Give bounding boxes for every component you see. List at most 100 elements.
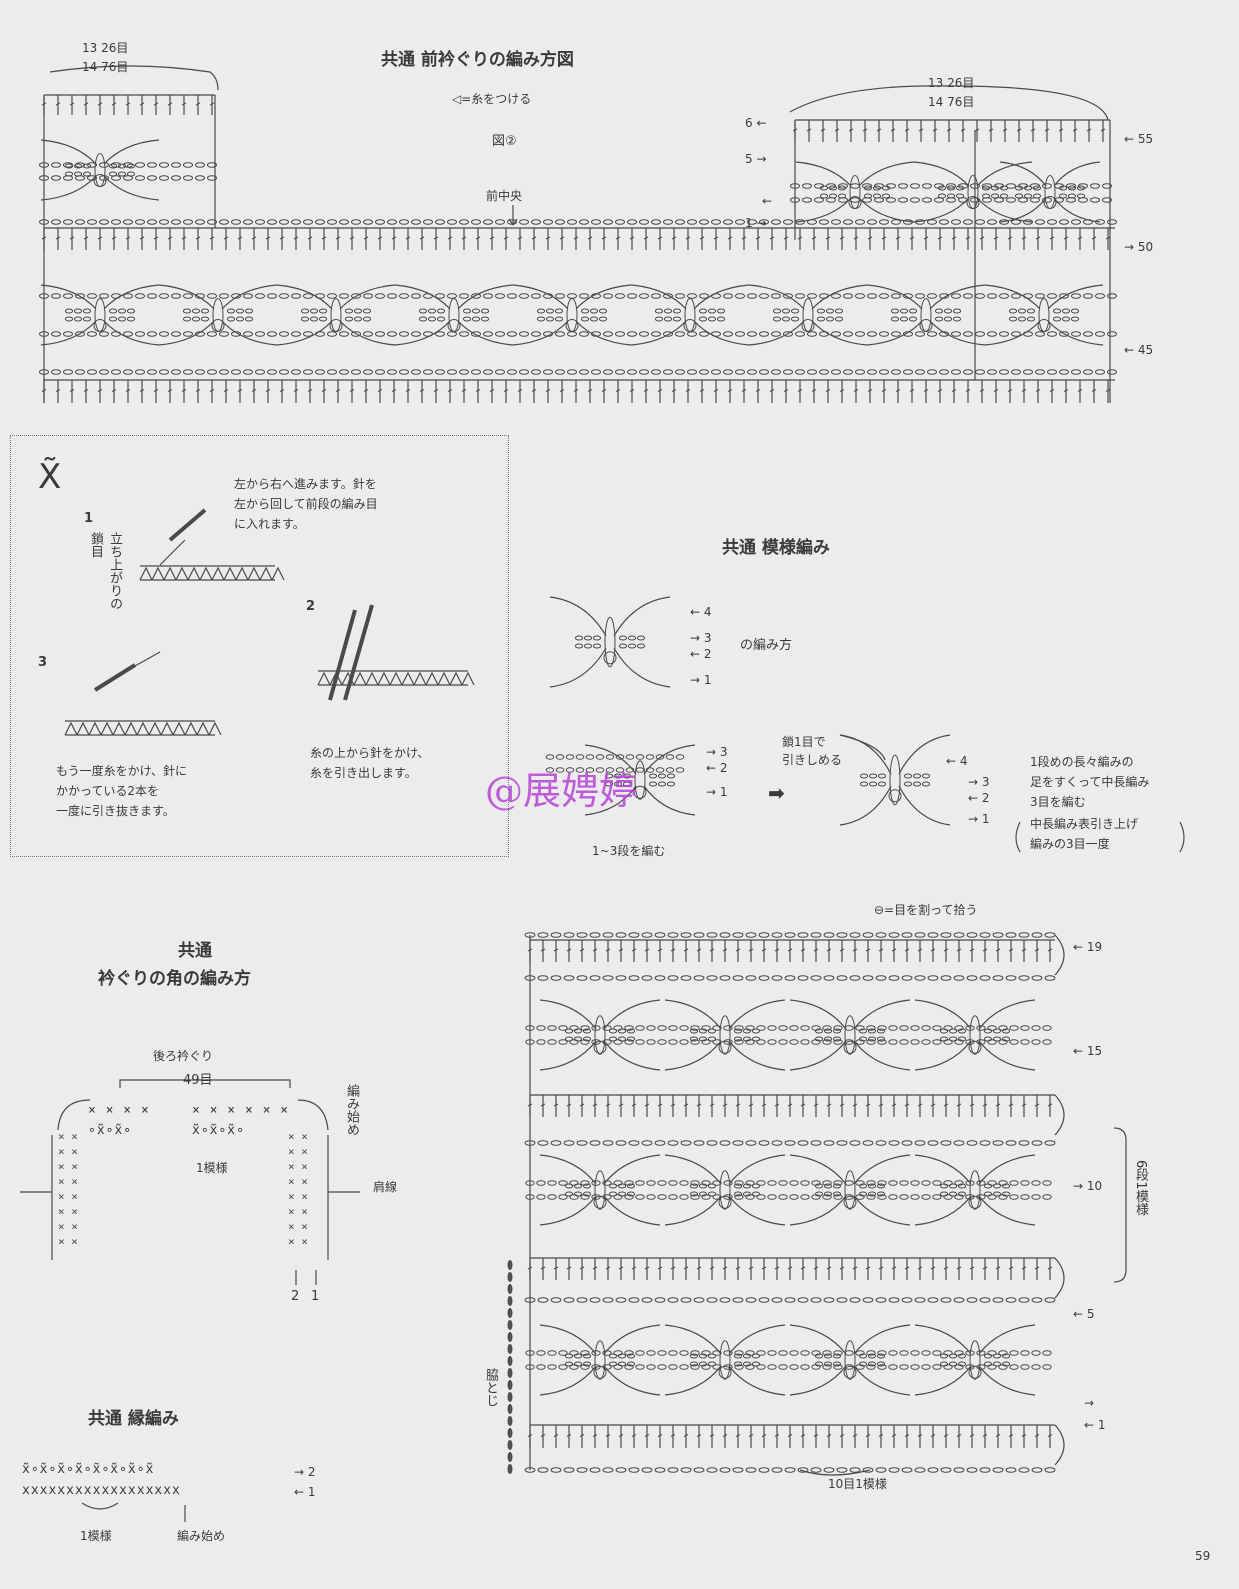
motif-chain bbox=[666, 773, 676, 779]
dc-stitch-bar bbox=[932, 128, 938, 132]
chain-stitch bbox=[877, 1025, 887, 1031]
chain-stitch bbox=[580, 1350, 590, 1356]
motif-chain bbox=[834, 308, 844, 314]
side-seam-chain bbox=[507, 1272, 513, 1282]
chain-stitch bbox=[638, 219, 650, 225]
motif-chain bbox=[117, 163, 127, 169]
dc-stitch-bar bbox=[251, 236, 257, 240]
thick-chain bbox=[628, 975, 640, 981]
dc-stitch-bar bbox=[1063, 389, 1069, 392]
dc-stitch-bar bbox=[605, 1434, 611, 1437]
motif-leg bbox=[539, 1195, 597, 1226]
chain-stitch bbox=[650, 369, 662, 375]
chain-stitch bbox=[628, 932, 640, 938]
chain-stitch bbox=[86, 162, 98, 168]
chain-stitch bbox=[554, 219, 566, 225]
dc-stitch-bar bbox=[956, 948, 962, 952]
thick-chain bbox=[537, 1140, 549, 1146]
motif-chain bbox=[672, 316, 682, 322]
chain-stitch bbox=[314, 369, 326, 375]
chain-stitch bbox=[957, 183, 969, 189]
chain-stitch bbox=[50, 293, 62, 299]
direction-arrow bbox=[109, 651, 161, 681]
motif-chain bbox=[1008, 316, 1018, 322]
chain-stitch bbox=[921, 1194, 931, 1200]
motif-chain bbox=[876, 1361, 886, 1367]
chain-stitch bbox=[877, 1350, 887, 1356]
chain-stitch bbox=[578, 331, 590, 337]
dc-stitch-bar bbox=[139, 236, 145, 240]
chain-stitch bbox=[536, 1364, 546, 1370]
chain-stitch bbox=[710, 219, 722, 225]
motif-loop bbox=[603, 651, 617, 665]
how-to-label: の編み方 bbox=[740, 638, 793, 653]
chain-stitch bbox=[110, 175, 122, 181]
dc-stitch-bar bbox=[1021, 948, 1027, 952]
thick-chain bbox=[914, 1140, 926, 1146]
chain-stitch bbox=[122, 175, 134, 181]
motif-center bbox=[1044, 175, 1056, 209]
chain-stitch bbox=[782, 331, 794, 337]
chain-stitch bbox=[940, 932, 952, 938]
chain-stitch bbox=[50, 219, 62, 225]
thick-chain bbox=[732, 975, 744, 981]
motif-chain bbox=[689, 1191, 699, 1197]
chain-stitch bbox=[998, 369, 1010, 375]
chain-stitch bbox=[954, 1364, 964, 1370]
chain-stitch bbox=[422, 293, 434, 299]
chain-stitch bbox=[242, 219, 254, 225]
motif-chain bbox=[867, 1036, 877, 1042]
dc-stitch-bar bbox=[735, 1434, 741, 1437]
motif-chain bbox=[751, 1036, 761, 1042]
motif-chain bbox=[598, 316, 608, 322]
motif-chain bbox=[427, 316, 437, 322]
motif-center bbox=[849, 175, 861, 209]
chain-stitch bbox=[866, 1194, 876, 1200]
chain-stitch bbox=[862, 932, 874, 938]
chain-stitch bbox=[605, 767, 615, 773]
chain-stitch bbox=[878, 219, 890, 225]
chain-stitch bbox=[655, 767, 665, 773]
dc-stitch-bar bbox=[377, 236, 383, 240]
chain-stitch bbox=[646, 1364, 656, 1370]
chain-stitch bbox=[993, 183, 1005, 189]
thick-chain bbox=[576, 975, 588, 981]
chain-stitch bbox=[778, 1350, 788, 1356]
chain-stitch bbox=[767, 1039, 777, 1045]
dc-stitch-bar bbox=[573, 389, 579, 392]
motif-chain bbox=[781, 316, 791, 322]
dc-stitch-bar bbox=[251, 389, 257, 392]
chain-stitch bbox=[1089, 183, 1101, 189]
chain-stitch bbox=[932, 1025, 942, 1031]
chain-stitch bbox=[849, 183, 861, 189]
chain-stitch bbox=[979, 1467, 991, 1473]
chain-stitch bbox=[278, 293, 290, 299]
side-seam-chain bbox=[507, 1284, 513, 1294]
edging-title: 共通 縁編み bbox=[88, 1409, 179, 1429]
chain-stitch bbox=[1070, 219, 1082, 225]
chain-stitch bbox=[575, 767, 585, 773]
chain-stitch bbox=[302, 219, 314, 225]
chain-stitch bbox=[842, 293, 854, 299]
chain-stitch bbox=[899, 1194, 909, 1200]
motif-leg bbox=[839, 734, 892, 775]
dc-stitch-bar bbox=[878, 1103, 884, 1107]
motif-leg bbox=[643, 785, 696, 816]
corner-stitch-left: × × bbox=[58, 1145, 78, 1158]
chain-stitch bbox=[602, 1364, 612, 1370]
chain-stitch bbox=[811, 1364, 821, 1370]
chain-stitch bbox=[536, 1180, 546, 1186]
fabric-stitch bbox=[100, 721, 114, 736]
edging-row-label-1: ← 1 bbox=[294, 1485, 316, 1499]
chain-stitch bbox=[833, 1039, 843, 1045]
motif-chain bbox=[859, 781, 869, 787]
motif-chain bbox=[1052, 308, 1062, 314]
chain-stitch bbox=[146, 293, 158, 299]
chain-stitch bbox=[668, 1039, 678, 1045]
dc-stitch-bar bbox=[1047, 1103, 1053, 1107]
motif-chain bbox=[126, 316, 136, 322]
chain-stitch bbox=[734, 1180, 744, 1186]
chain-stitch bbox=[134, 162, 146, 168]
side-seam-chain bbox=[507, 1380, 513, 1390]
dc-stitch-bar bbox=[946, 128, 952, 132]
